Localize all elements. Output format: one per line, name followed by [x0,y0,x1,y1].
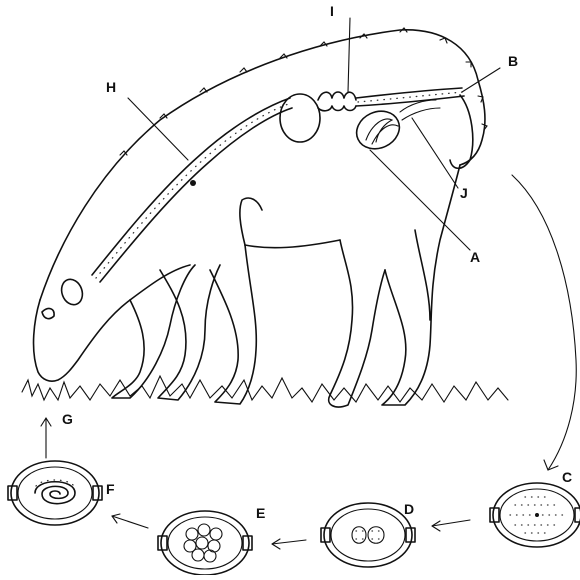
sheep-front-leg-1 [112,265,195,398]
egg-stage-E [158,511,252,575]
sheep-eye [42,309,54,319]
label-H: H [106,79,116,95]
label-J: J [460,185,468,201]
arrow-to-C [512,175,576,470]
label-B: B [508,53,518,69]
labels: I B H J A C D E F G [62,3,572,521]
sheep-illustration [34,28,487,407]
label-I: I [330,3,334,19]
label-D: D [404,501,414,517]
parasite-site [350,104,405,155]
arrow-E-to-F [112,516,148,528]
sheep-hind-leg-1 [329,240,385,407]
sheep-body-outline [40,30,485,300]
label-E: E [256,505,265,521]
egg-stage-F [8,461,102,525]
sheep-front-leg-2 [210,245,256,404]
marker-dot [190,180,196,186]
label-F: F [106,481,115,497]
label-C: C [562,469,572,485]
sheep-ear [58,276,86,307]
abomasum [280,94,320,142]
grass-line [22,376,508,402]
label-G: G [62,411,73,427]
egg-stage-D [321,503,415,567]
sheep-head [34,300,130,381]
digestive-tract [92,88,464,282]
intestine-coils [318,92,356,100]
egg-stage-C [490,483,580,547]
cycle-arrows [41,175,576,549]
label-A: A [470,249,480,265]
sheep-belly [245,240,340,248]
oesophagus [92,98,290,275]
